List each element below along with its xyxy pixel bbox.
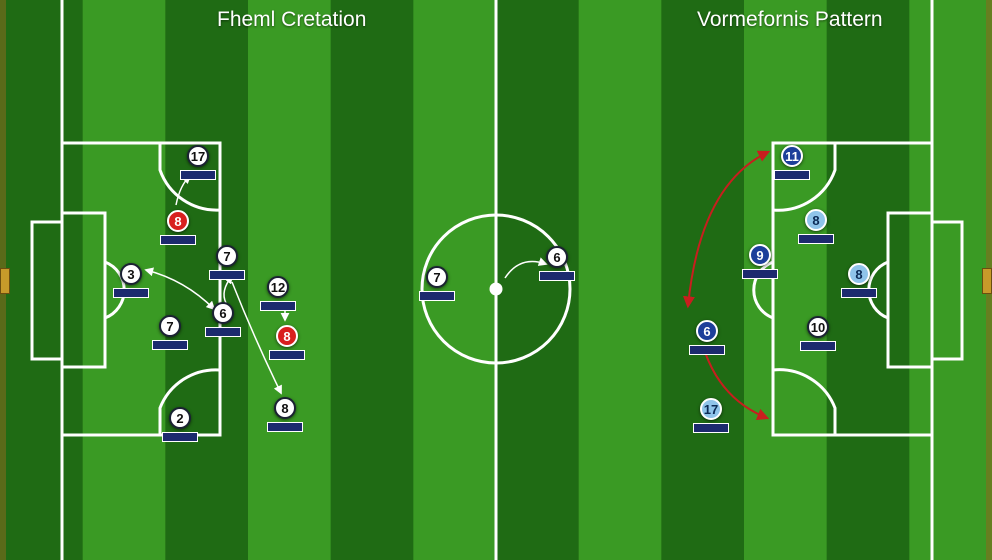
player-number: 6 — [696, 320, 718, 342]
left-goal-area — [62, 211, 107, 369]
player-number: 10 — [807, 316, 829, 338]
player-tag — [113, 288, 149, 298]
player-number: 8 — [805, 209, 827, 231]
player-tag — [180, 170, 216, 180]
left-top-corner-arc — [158, 143, 221, 212]
player-tag — [798, 234, 834, 244]
player-number: 9 — [749, 244, 771, 266]
arrow-centre-to-6 — [504, 257, 548, 279]
player-number: 8 — [848, 263, 870, 285]
player-number: 8 — [276, 325, 298, 347]
player-tag — [205, 327, 241, 337]
player-tag — [209, 270, 245, 280]
grass-stripe — [578, 0, 662, 560]
grass-stripe — [165, 0, 249, 560]
player-tag — [742, 269, 778, 279]
player-number: 7 — [426, 266, 448, 288]
player-tag — [260, 301, 296, 311]
right-diagram-title: Vormefornis Pattern — [697, 8, 883, 31]
grass-stripe — [661, 0, 745, 560]
player-number: 12 — [267, 276, 289, 298]
player-tag — [419, 291, 455, 301]
arrow-3-to-6 — [144, 267, 216, 311]
player-number: 17 — [187, 145, 209, 167]
right-penalty-area — [771, 141, 932, 437]
player-number: 17 — [700, 398, 722, 420]
right-bottom-corner-arc — [772, 368, 837, 435]
player-tag — [693, 423, 729, 433]
player-tag — [267, 422, 303, 432]
grass-stripe — [248, 0, 332, 560]
left-bottom-corner-arc — [158, 368, 221, 435]
player-tag — [539, 271, 575, 281]
player-number: 6 — [212, 302, 234, 324]
player-tag — [800, 341, 836, 351]
right-top-corner-arc — [772, 143, 837, 212]
right-corner-flag — [982, 268, 992, 294]
left-corner-flag — [0, 268, 10, 294]
player-tag — [774, 170, 810, 180]
left-goal — [30, 220, 62, 361]
player-number: 8 — [274, 397, 296, 419]
centre-circle — [420, 213, 572, 365]
arrow-red-bottom — [704, 351, 770, 421]
right-goal-area — [886, 211, 932, 369]
player-tag — [160, 235, 196, 245]
player-tag — [689, 345, 725, 355]
player-number: 2 — [169, 407, 191, 429]
right-goal — [932, 220, 964, 361]
player-number: 6 — [546, 246, 568, 268]
arrow-red-top — [682, 150, 771, 309]
player-number: 7 — [216, 245, 238, 267]
player-number: 3 — [120, 263, 142, 285]
player-tag — [269, 350, 305, 360]
pitch-markings — [30, 0, 964, 560]
player-tag — [162, 432, 198, 442]
player-number: 8 — [167, 210, 189, 232]
player-number: 7 — [159, 315, 181, 337]
left-diagram-title: Fheml Cretation — [217, 8, 367, 31]
player-tag — [152, 340, 188, 350]
movement-arrows — [144, 150, 771, 421]
arrow-7-to-8 — [231, 281, 282, 395]
player-tag — [841, 288, 877, 298]
grass-stripe — [330, 0, 414, 560]
player-number: 11 — [781, 145, 803, 167]
centre-spot — [489, 282, 503, 296]
left-penalty-area — [62, 141, 222, 437]
grass-stripe — [826, 0, 910, 560]
grass-stripe — [0, 0, 84, 560]
grass-stripe — [909, 0, 992, 560]
